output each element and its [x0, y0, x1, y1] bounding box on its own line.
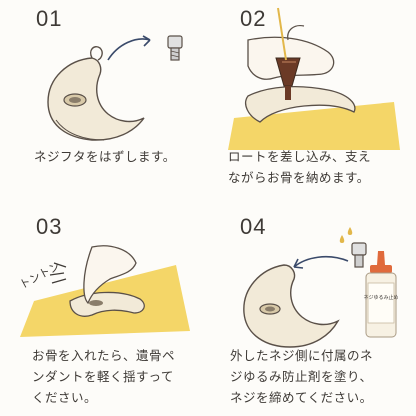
step-1-illustration [47, 35, 183, 141]
step-3-caption: お骨を入れたら、遺骨ペ ンダントを軽く揺すって ください。 [32, 348, 176, 405]
step-1-caption: ネジフタをはずします。 [34, 149, 176, 164]
step-1-number: 01 [36, 6, 63, 31]
cloth-icon [228, 102, 400, 150]
anti-loosening-bottle-icon: ネジゆるみ止め [363, 251, 399, 338]
step-2-number: 02 [240, 6, 267, 31]
step-2-illustration [228, 7, 400, 150]
drop-icon [339, 227, 353, 243]
step-4-caption: 外したネジ側に付属のネ ジゆるみ防止剤を塗り、 ネジを締めてください。 [230, 348, 374, 405]
arrow-icon [107, 38, 151, 61]
step-4-number: 04 [240, 214, 267, 239]
crescent-pendant-icon [245, 85, 356, 123]
step-3-illustration: トントン [17, 245, 190, 337]
sound-effect-text: トントン [17, 260, 62, 292]
screw-cap-icon [351, 242, 367, 268]
step-4-illustration: ネジゆるみ止め [243, 227, 399, 348]
screw-cap-icon [167, 35, 183, 61]
motion-lines-icon [49, 262, 67, 284]
arrow-icon [293, 255, 349, 268]
stick-icon [277, 7, 287, 61]
step-3-number: 03 [36, 214, 63, 239]
step-2-caption: ロートを差し込み、支え ながらお骨を納めます。 [228, 149, 372, 185]
bottle-label: ネジゆるみ止め [363, 294, 398, 301]
step-3-panel: 03 トントン お骨を入れたら、遺骨ペ ンダントを軽く揺すって ください。 [0, 208, 200, 408]
crescent-pendant-icon [47, 46, 145, 141]
step-2-panel: 02 ロートを差し込み、支え ながらお骨を納めます。 [208, 0, 408, 200]
step-4-panel: 04 ネジゆるみ止め 外したネジ側に付属のネ ジゆるみ防止剤を塗り、 ネジを締め… [208, 208, 408, 408]
step-1-panel: 01 ネジフタをはずします。 [0, 0, 200, 200]
crescent-pendant-icon [243, 264, 340, 348]
hand-icon [83, 245, 137, 305]
funnel-icon [275, 57, 301, 100]
